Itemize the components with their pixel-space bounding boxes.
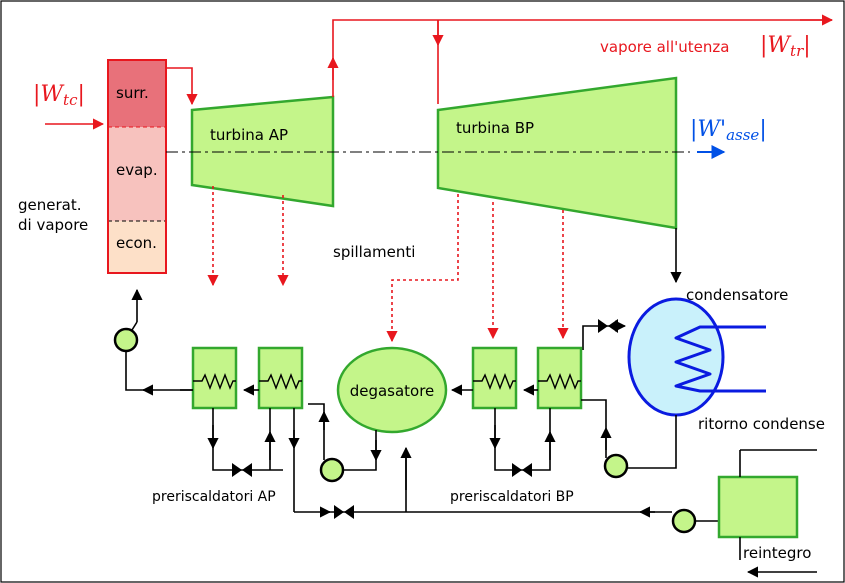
heater-bp-2 bbox=[536, 346, 583, 410]
turbine-ap-label: turbina AP bbox=[210, 126, 288, 144]
ritorno-condense-label: ritorno condense bbox=[698, 415, 825, 433]
lower-valve[interactable] bbox=[334, 505, 354, 519]
heater-ap-2 bbox=[257, 346, 304, 410]
condenser-coil bbox=[674, 325, 766, 393]
svg-text:|Wtc|: |Wtc| bbox=[33, 82, 85, 109]
pump-feed bbox=[319, 457, 345, 483]
generat-label-line2: di vapore bbox=[18, 216, 88, 234]
reintegro-tank bbox=[717, 475, 799, 539]
reintegro-label: reintegro bbox=[743, 544, 811, 562]
condenser-valve[interactable] bbox=[598, 319, 618, 333]
condensate-line bbox=[628, 415, 677, 469]
extraction-lines bbox=[207, 186, 569, 343]
shaft-work-label: |W'asse| bbox=[690, 117, 767, 144]
evap-label: evap. bbox=[116, 161, 158, 179]
vapore-utenza-label: vapore all'utenza bbox=[600, 38, 729, 56]
feedwater-to-generator bbox=[125, 355, 193, 391]
heat-input-wtc: |Wtc| bbox=[33, 82, 85, 109]
user-work-label: |Wtr| bbox=[760, 33, 811, 60]
evaporator-section bbox=[108, 127, 166, 221]
bp-drain-line bbox=[494, 408, 551, 471]
bp-drain-valve[interactable] bbox=[512, 463, 532, 477]
pump-hp bbox=[113, 327, 139, 353]
main-steam-line bbox=[166, 67, 198, 106]
pump-reintegro bbox=[671, 508, 697, 534]
heater-bp-1 bbox=[471, 346, 518, 410]
ap-drain-valve[interactable] bbox=[232, 463, 252, 477]
degasatore bbox=[336, 346, 448, 434]
preriscaldatori-bp-label: preriscaldatori BP bbox=[450, 489, 574, 505]
condenser bbox=[627, 297, 725, 417]
heater-ap-1 bbox=[191, 346, 238, 410]
pump-condensate bbox=[603, 453, 629, 479]
turbine-bp bbox=[436, 76, 678, 230]
economizer-section bbox=[108, 221, 166, 273]
generat-label-line1: generat. bbox=[18, 196, 82, 214]
turbine-bp-label: turbina BP bbox=[456, 119, 534, 137]
preriscaldatori-ap-label: preriscaldatori AP bbox=[152, 489, 276, 505]
spillamenti-label: spillamenti bbox=[333, 243, 415, 261]
steam-generator: surr. evap. econ. bbox=[107, 59, 167, 274]
generator-border bbox=[107, 59, 167, 274]
degasatore-label: degasatore bbox=[350, 382, 435, 400]
surr-label: surr. bbox=[116, 84, 149, 102]
condensatore-label: condensatore bbox=[686, 286, 788, 304]
econ-label: econ. bbox=[116, 234, 157, 252]
ap-exhaust-line bbox=[332, 19, 832, 97]
condense-return-line bbox=[582, 320, 627, 350]
degas-to-pump-line bbox=[344, 430, 377, 471]
superheater-section bbox=[108, 60, 166, 127]
ap-drain-line bbox=[212, 408, 283, 471]
